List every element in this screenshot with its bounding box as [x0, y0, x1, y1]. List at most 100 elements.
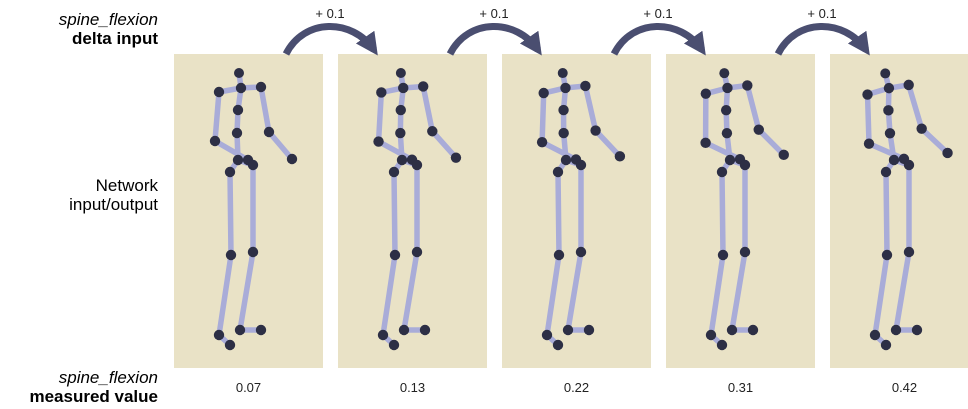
skeleton-joint	[224, 166, 236, 178]
skeleton-joint	[575, 246, 587, 258]
skeleton-joint	[903, 79, 914, 91]
skeleton-joint	[716, 166, 728, 178]
skeleton-figure-2	[373, 68, 462, 351]
skeleton-bone	[212, 89, 222, 144]
skeleton-joint	[700, 88, 712, 99]
skeleton-joint	[717, 249, 729, 261]
bottom-row-label: spine_flexion measured value	[29, 368, 158, 406]
skeleton-bone	[883, 169, 890, 258]
skeleton-bone	[744, 82, 762, 133]
skeleton-joint	[388, 166, 400, 178]
skeleton-joint	[560, 82, 571, 94]
delta-label-3: + 0.1	[643, 6, 673, 21]
skeleton-joint	[538, 87, 549, 99]
skeleton-bone	[702, 140, 743, 162]
skeleton-joint	[721, 127, 733, 139]
top-label-param: spine_flexion	[58, 10, 158, 29]
value-label-4: 0.31	[727, 380, 754, 395]
skeleton-joint	[778, 149, 789, 161]
skeleton-bone	[380, 252, 398, 338]
skeleton-bone	[212, 138, 251, 163]
skeleton-joint	[883, 105, 894, 116]
skeleton-joint	[395, 127, 406, 139]
skeleton-joint	[427, 126, 438, 137]
skeleton-joint	[411, 159, 423, 171]
skeleton-joint	[753, 124, 764, 135]
skeleton-joint	[395, 68, 406, 79]
skeleton-joint	[880, 166, 892, 178]
skeleton-joint	[560, 154, 572, 166]
skeleton-joint	[580, 80, 591, 92]
skeleton-joint	[557, 68, 568, 79]
skeleton-joint	[862, 89, 873, 100]
skeleton-joint	[883, 82, 895, 94]
skeleton-figure-5	[862, 68, 953, 351]
skeleton-joint	[724, 154, 736, 166]
skeleton-joint	[705, 329, 717, 341]
skeleton-joint	[224, 339, 236, 351]
skeleton-joint	[373, 136, 384, 147]
middle-label-line1: Network	[95, 176, 158, 195]
skeleton-bone	[555, 169, 562, 258]
skeleton-bone	[375, 89, 385, 145]
skeleton-joint	[234, 68, 244, 78]
skeleton-bone	[258, 84, 272, 135]
skeleton-joint	[398, 324, 410, 336]
skeleton-joint	[888, 154, 900, 166]
skeleton-joint	[562, 324, 574, 336]
skeleton-bone	[237, 249, 256, 333]
skeleton-bone	[864, 91, 872, 147]
skeleton-joint	[747, 324, 759, 336]
skeleton-joint	[213, 329, 225, 341]
skeleton-joint	[234, 324, 246, 336]
skeleton-bone	[708, 252, 726, 338]
middle-row-label: Network input/output	[69, 176, 158, 214]
skeleton-joint	[911, 324, 923, 336]
skeleton-joint	[558, 127, 569, 139]
skeleton-bone	[582, 83, 599, 134]
skeleton-bone	[866, 140, 907, 162]
skeleton-figure-4	[700, 68, 789, 351]
skeleton-joint	[247, 246, 259, 258]
skeleton-joint	[536, 136, 548, 148]
skeleton-bone	[918, 125, 951, 156]
skeleton-figure-3	[536, 68, 626, 351]
skeleton-joint	[263, 126, 275, 138]
skeleton-joint	[255, 81, 267, 93]
skeleton-joint	[558, 104, 569, 116]
skeleton-joint	[903, 159, 915, 171]
skeleton-joint	[255, 324, 267, 336]
skeleton-bone	[905, 82, 925, 132]
skeleton-bone	[592, 127, 623, 160]
skeleton-joint	[395, 104, 406, 116]
skeleton-bone	[216, 252, 234, 338]
skeleton-joint	[450, 152, 462, 163]
value-label-5: 0.42	[891, 380, 918, 395]
skeleton-joint	[742, 80, 753, 91]
skeleton-bone	[539, 139, 579, 163]
skeleton-bone	[539, 90, 547, 145]
delta-label-4: + 0.1	[807, 6, 837, 21]
skeleton-joint	[552, 166, 564, 178]
pose-panel-3	[502, 54, 651, 368]
skeleton-joint	[942, 147, 953, 159]
skeleton-joint	[884, 128, 896, 139]
skeleton-joint	[719, 68, 730, 79]
skeleton-joint	[890, 324, 902, 336]
skeleton-bone	[420, 83, 436, 134]
delta-arrow-4	[774, 23, 870, 56]
skeleton-joint	[419, 324, 431, 336]
top-row-label: spine_flexion delta input	[59, 10, 158, 48]
middle-label-line2: input/output	[69, 195, 158, 214]
skeleton-bone	[227, 169, 234, 258]
skeleton-joint	[553, 249, 565, 261]
skeleton-joint	[225, 249, 237, 261]
skeleton-joint	[232, 154, 244, 166]
skeleton-bone	[756, 126, 787, 158]
top-label-caption: delta input	[72, 29, 158, 48]
skeleton-joint	[377, 329, 389, 341]
skeleton-bone	[729, 249, 748, 333]
skeleton-bone	[544, 252, 562, 338]
skeleton-joint	[590, 125, 601, 136]
